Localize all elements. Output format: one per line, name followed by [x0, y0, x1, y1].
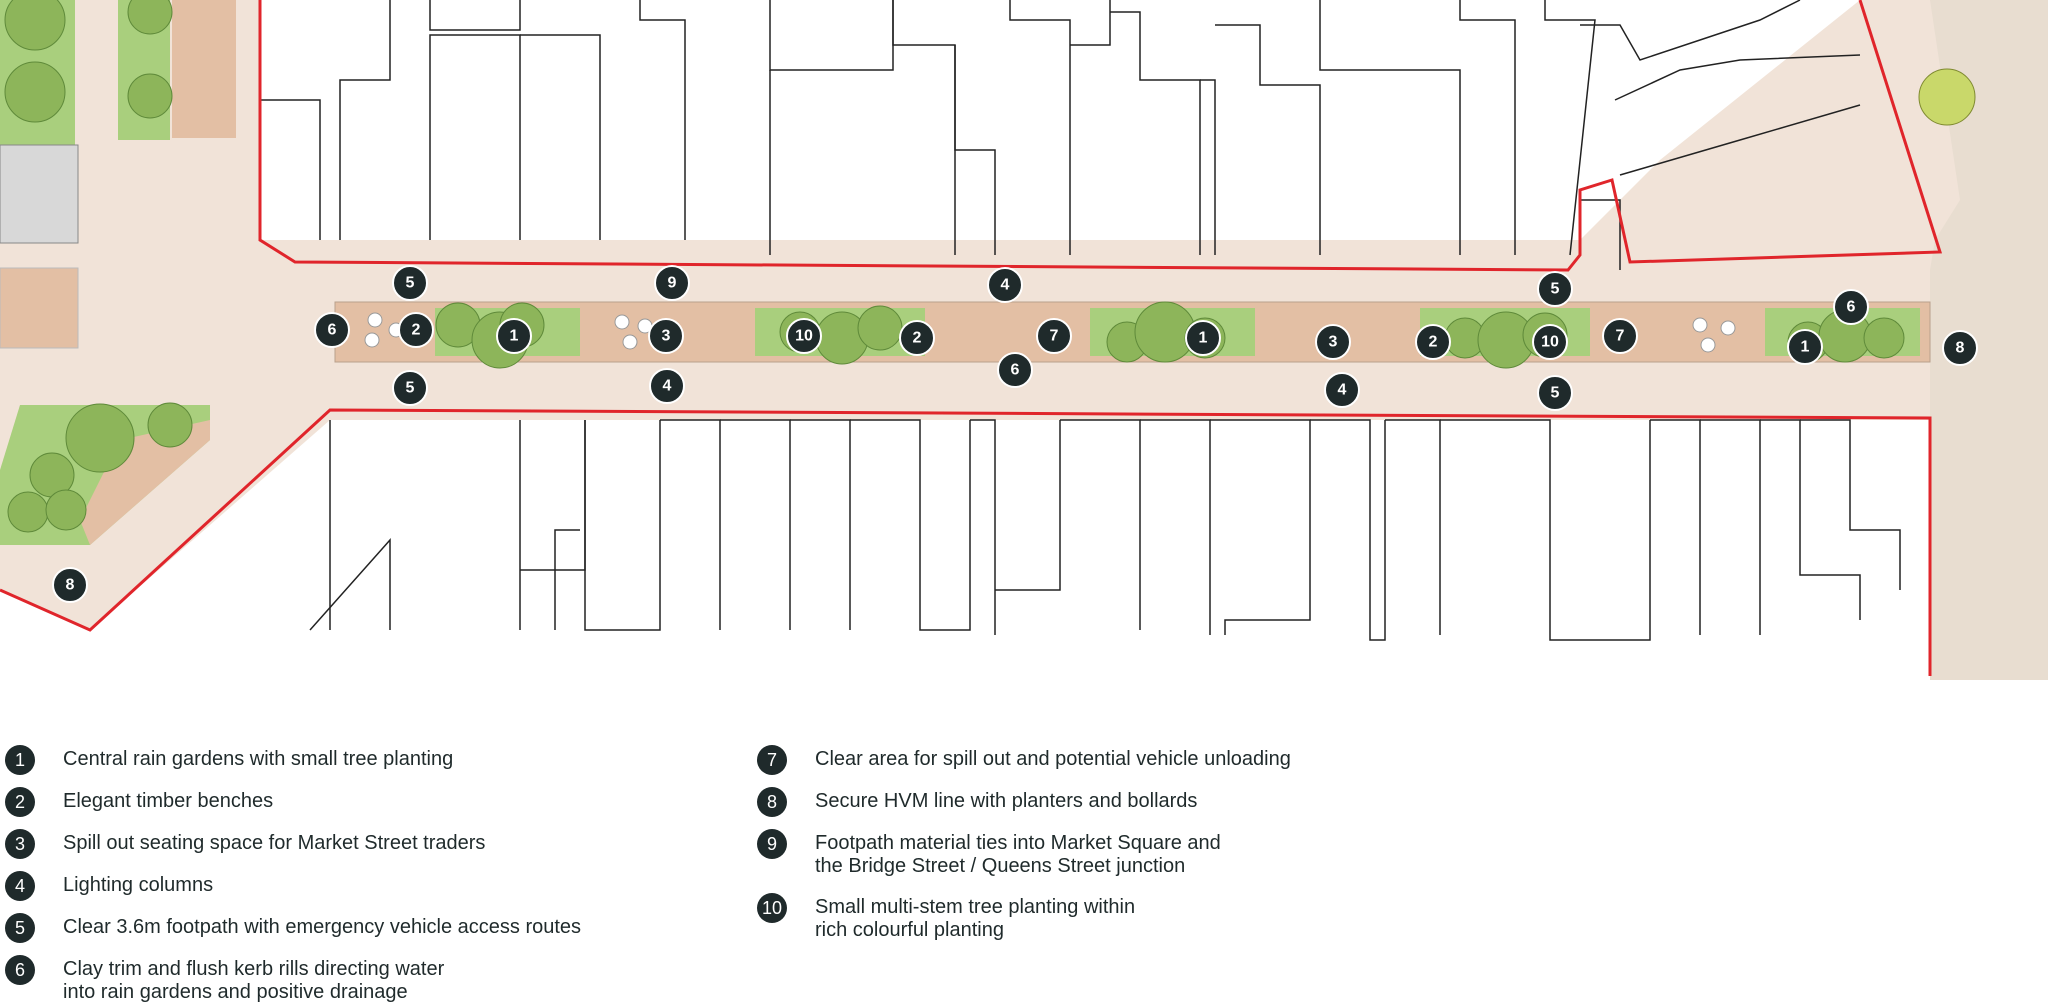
svg-text:6: 6	[1011, 362, 1020, 379]
tree-nw-1	[4, 0, 66, 51]
svg-text:7: 7	[1050, 328, 1059, 345]
svg-text:3: 3	[1329, 334, 1338, 351]
tree-triangle-5	[45, 489, 87, 531]
legend-text: Small multi-stem tree planting within ri…	[815, 896, 1136, 941]
svg-text:7: 7	[1616, 328, 1625, 345]
tree-n-2	[127, 73, 173, 119]
svg-text:6: 6	[328, 322, 337, 339]
legend-item-10: 10 Small multi-stem tree planting within…	[757, 893, 1135, 942]
tree-nw-2	[4, 61, 66, 123]
marker-m16: 7	[1602, 318, 1638, 354]
marker-m20: 5	[392, 370, 428, 406]
legend-number: 5	[5, 913, 35, 943]
svg-text:5: 5	[1551, 385, 1560, 402]
svg-text:2: 2	[913, 330, 922, 347]
svg-text:5: 5	[406, 275, 415, 292]
marker-m5: 6	[314, 312, 350, 348]
marker-m12: 1	[1185, 320, 1221, 356]
marker-m14: 2	[1415, 324, 1451, 360]
marker-m19: 8	[1942, 330, 1978, 366]
legend-item-7: 7 Clear area for spill out and potential…	[757, 745, 1291, 775]
svg-text:8: 8	[66, 577, 75, 594]
site-boundary-north	[258, 0, 1943, 272]
svg-text:1: 1	[1199, 330, 1208, 347]
svg-text:8: 8	[1956, 340, 1965, 357]
svg-text:10: 10	[795, 328, 813, 345]
marker-m25: 8	[52, 567, 88, 603]
tree-triangle-2	[147, 402, 193, 448]
legend-item-4: 4 Lighting columns	[5, 871, 213, 901]
marker-m7: 1	[496, 318, 532, 354]
marker-m22: 6	[997, 352, 1033, 388]
marker-m4: 5	[1537, 271, 1573, 307]
legend-number: 3	[5, 829, 35, 859]
marker-m21: 4	[649, 368, 685, 404]
legend-text: Clear 3.6m footpath with emergency vehic…	[63, 916, 582, 938]
legend-number: 9	[757, 829, 787, 859]
svg-text:4: 4	[1001, 277, 1010, 294]
legend-text: Clear area for spill out and potential v…	[815, 748, 1291, 770]
legend-number: 4	[5, 871, 35, 901]
marker-m17: 6	[1833, 289, 1869, 325]
svg-text:4: 4	[663, 378, 672, 395]
legend-number: 6	[5, 955, 35, 985]
cafe-tables	[364, 312, 1736, 353]
legend-item-5: 5 Clear 3.6m footpath with emergency veh…	[5, 913, 581, 943]
legend-item-3: 3 Spill out seating space for Market Str…	[5, 829, 485, 859]
marker-m23: 4	[1324, 372, 1360, 408]
marker-m24: 5	[1537, 375, 1573, 411]
legend-item-1: 1 Central rain gardens with small tree p…	[5, 745, 453, 775]
svg-text:5: 5	[406, 380, 415, 397]
svg-text:6: 6	[1847, 299, 1856, 316]
marker-m9: 10	[786, 318, 822, 354]
legend-number: 1	[5, 745, 35, 775]
marker-m15: 10	[1532, 324, 1568, 360]
legend-item-8: 8 Secure HVM line with planters and boll…	[757, 787, 1197, 817]
legend-text: Clay trim and flush kerb rills directing…	[63, 958, 445, 1003]
planter-n-2	[172, 0, 236, 138]
tree-ne	[1918, 68, 1976, 126]
svg-text:2: 2	[412, 322, 421, 339]
legend-text: Secure HVM line with planters and bollar…	[815, 790, 1198, 812]
marker-m2: 9	[654, 265, 690, 301]
building-outlines	[259, 0, 1901, 641]
grey-pavilion	[0, 144, 79, 244]
legend-number: 8	[757, 787, 787, 817]
legend-text: Elegant timber benches	[63, 790, 274, 812]
svg-text:3: 3	[662, 328, 671, 345]
svg-text:1: 1	[510, 328, 519, 345]
seating-area-west	[0, 267, 79, 349]
svg-text:10: 10	[1541, 334, 1559, 351]
svg-text:2: 2	[1429, 334, 1438, 351]
svg-text:4: 4	[1338, 382, 1347, 399]
svg-text:1: 1	[1801, 339, 1810, 356]
marker-m18: 1	[1787, 329, 1823, 365]
site-boundary-south	[0, 408, 1932, 676]
legend-item-2: 2 Elegant timber benches	[5, 787, 273, 817]
marker-m10: 2	[899, 320, 935, 356]
tree-n-1	[127, 0, 173, 35]
legend-text: Lighting columns	[63, 874, 214, 896]
svg-text:9: 9	[668, 275, 677, 292]
legend-number: 2	[5, 787, 35, 817]
legend-number: 10	[757, 893, 787, 923]
legend-number: 7	[757, 745, 787, 775]
marker-m13: 3	[1315, 324, 1351, 360]
marker-m8: 3	[648, 318, 684, 354]
site-plan: 5 9 4 5 6 2 1 3 10 2 7 1 3 2 10 7 6 1 8 …	[0, 0, 2048, 680]
tree-triangle-4	[7, 491, 49, 533]
legend-text: Spill out seating space for Market Stree…	[63, 832, 486, 854]
triangle-seating	[80, 420, 210, 545]
svg-text:5: 5	[1551, 281, 1560, 298]
tree-triangle-1	[65, 403, 135, 473]
marker-m1: 5	[392, 265, 428, 301]
marker-m11: 7	[1036, 318, 1072, 354]
marker-m3: 4	[987, 267, 1023, 303]
marker-m6: 2	[398, 312, 434, 348]
legend-item-6: 6 Clay trim and flush kerb rills directi…	[5, 955, 444, 1004]
legend-item-9: 9 Footpath material ties into Market Squ…	[757, 829, 1221, 878]
legend-text: Central rain gardens with small tree pla…	[63, 748, 454, 770]
legend-text: Footpath material ties into Market Squar…	[815, 832, 1221, 877]
